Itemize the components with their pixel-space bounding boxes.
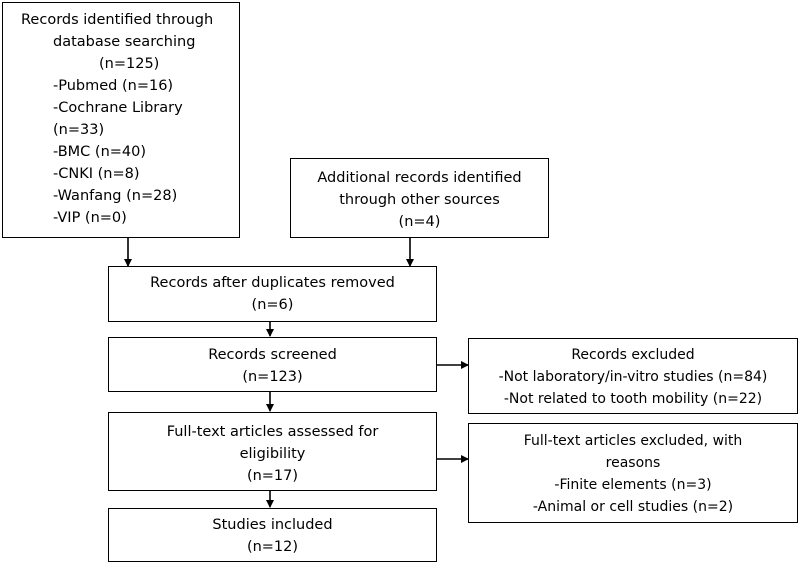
fulltext-line-2: eligibility — [239, 446, 306, 462]
box-fulltext-assessed: Full-text articles assessed for eligibil… — [108, 412, 437, 491]
fulltext-excluded-line-4: -Animal or cell studies (n=2) — [532, 499, 734, 515]
box-records-screened: Records screened (n=123) — [108, 337, 437, 392]
fulltext-line-3: (n=17) — [246, 468, 299, 484]
screened-line-2: (n=123) — [242, 369, 303, 385]
duplicates-line-1: Records after duplicates removed — [150, 275, 395, 291]
screened-line-1: Records screened — [208, 347, 337, 363]
identified-line-7: -BMC (n=40) — [53, 144, 147, 160]
identified-line-2: database searching — [53, 34, 196, 50]
fulltext-excluded-line-3: -Finite elements (n=3) — [554, 477, 712, 493]
excluded-line-1: Records excluded — [571, 347, 695, 363]
duplicates-line-2: (n=6) — [251, 297, 294, 313]
identified-line-6: (n=33) — [53, 122, 105, 138]
excluded-line-3: -Not related to tooth mobility (n=22) — [503, 391, 763, 407]
identified-line-1: Records identified through — [21, 12, 214, 28]
identified-line-4: -Pubmed (n=16) — [53, 78, 174, 94]
box-duplicates-removed: Records after duplicates removed (n=6) — [108, 266, 437, 322]
excluded-line-2: -Not laboratory/in-vitro studies (n=84) — [498, 369, 768, 385]
box-fulltext-excluded: Full-text articles excluded, with reason… — [468, 423, 798, 523]
fulltext-excluded-line-1: Full-text articles excluded, with — [523, 433, 743, 449]
box-records-identified: Records identified through database sear… — [2, 2, 240, 238]
included-line-2: (n=12) — [246, 539, 299, 555]
fulltext-excluded-line-2: reasons — [605, 455, 661, 471]
identified-line-5: -Cochrane Library — [53, 100, 183, 116]
identified-line-3: (n=125) — [99, 56, 160, 72]
additional-line-1: Additional records identified — [317, 170, 522, 186]
identified-line-10: -VIP (n=0) — [53, 210, 127, 226]
identified-line-9: -Wanfang (n=28) — [53, 188, 178, 204]
additional-line-2: through other sources — [339, 192, 500, 208]
identified-line-8: -CNKI (n=8) — [53, 166, 140, 182]
box-additional-records: Additional records identified through ot… — [290, 158, 549, 238]
box-studies-included: Studies included (n=12) — [108, 508, 437, 562]
fulltext-line-1: Full-text articles assessed for — [166, 424, 379, 440]
box-records-excluded: Records excluded -Not laboratory/in-vitr… — [468, 338, 798, 414]
additional-line-3: (n=4) — [398, 214, 441, 230]
included-line-1: Studies included — [212, 517, 333, 533]
